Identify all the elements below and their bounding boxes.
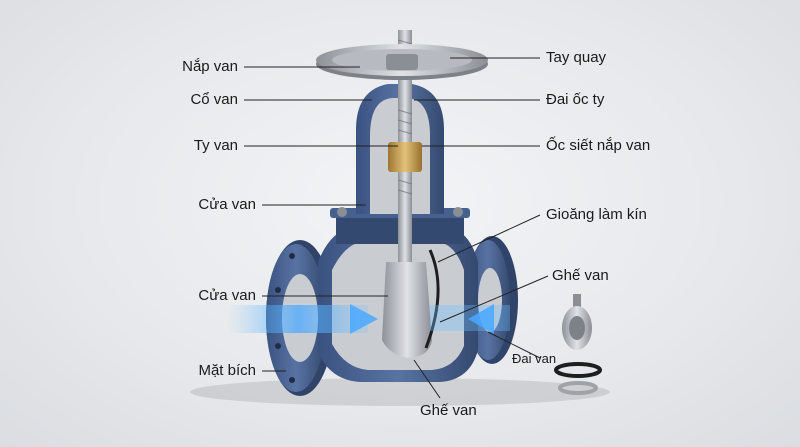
label-tay-quay: Tay quay: [546, 49, 607, 66]
label-co-van: Cổ van: [190, 91, 238, 108]
gland-nut: [388, 142, 422, 172]
label-dai-oc-ty: Đai ốc ty: [546, 91, 605, 108]
label-ghe-van-right: Ghế van: [552, 267, 609, 284]
flow-arrow-icon: [228, 304, 510, 334]
label-nap-van: Nắp van: [182, 58, 238, 75]
label-cua-van-bottom: Cửa van: [198, 287, 256, 304]
handwheel-icon: [316, 44, 488, 80]
gate-disc: [382, 262, 432, 358]
label-ty-van: Ty van: [193, 137, 238, 154]
valve-disc-icon: [562, 294, 592, 350]
label-dai-van: Đai van: [512, 351, 557, 366]
label-oc-siet-nap-van: Ốc siết nắp van: [546, 137, 651, 154]
label-gioang-lam-kin: Gioăng làm kín: [546, 206, 647, 223]
leader-lines: [244, 57, 549, 399]
label-cua-van-top: Cửa van: [198, 196, 256, 213]
label-ghe-van-bottom: Ghế van: [420, 402, 477, 419]
label-mat-bich: Mặt bích: [198, 362, 256, 379]
gasket-ring-icon: [554, 362, 602, 395]
